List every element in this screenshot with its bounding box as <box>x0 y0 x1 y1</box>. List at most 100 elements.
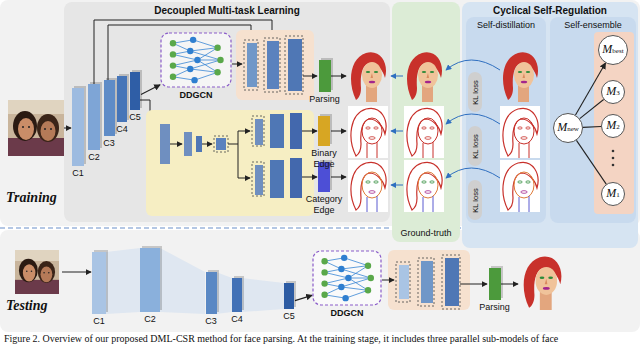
model-label: Mnew <box>557 121 579 135</box>
loss-tag: KL loss <box>468 126 482 166</box>
feature-block <box>318 116 330 146</box>
edge-module <box>214 136 228 152</box>
model-pool-panel <box>594 32 634 214</box>
graph-vertex <box>365 262 371 268</box>
connector <box>576 140 606 184</box>
model-circle: Mnew <box>553 113 583 143</box>
encoder-block: C2 <box>88 84 100 163</box>
feature-block <box>232 278 242 312</box>
block-label: C1 <box>72 168 84 179</box>
face-prediction <box>348 160 388 212</box>
edge-module <box>196 136 202 152</box>
flow-arrow <box>202 144 212 145</box>
model-label: M2 <box>606 119 620 133</box>
model-label: M1 <box>606 187 620 201</box>
region-panel <box>392 2 460 242</box>
region-panel <box>462 2 638 248</box>
face-ground-truth <box>404 106 444 158</box>
edge-module <box>252 116 264 146</box>
graph-vertex <box>194 57 200 63</box>
loss-tag: KL loss <box>468 72 482 112</box>
model-pool-panel <box>612 164 615 167</box>
decoder-module <box>236 30 314 100</box>
face-distillation <box>503 52 538 102</box>
gt-arrow <box>391 76 403 185</box>
block-label: C1 <box>93 316 105 327</box>
feature-block <box>104 80 115 136</box>
graph-module: DDGCN <box>160 32 232 101</box>
module-region: Decoupled Multi-task LearningC1C2C3C4C5D… <box>64 2 390 222</box>
edge-module <box>216 138 226 150</box>
face-distillation <box>500 52 540 212</box>
edge-module <box>160 124 170 164</box>
block-label: C4 <box>116 124 128 135</box>
region-title: Cyclical Self-Regulation <box>493 5 607 17</box>
block-label: C2 <box>88 152 100 163</box>
edge-module <box>146 110 314 216</box>
edge-module <box>270 114 284 148</box>
output-block: Category Edge <box>302 162 346 216</box>
region-panel <box>466 17 546 223</box>
kl-arrow <box>446 60 500 178</box>
caption-holder: Figure 2. Overview of our proposed DML-C… <box>4 333 558 345</box>
testing-encoder-shading <box>216 272 232 314</box>
face-prediction <box>524 257 562 310</box>
graph-vertex <box>217 57 223 63</box>
decoder-module <box>264 38 280 92</box>
graph-vertex <box>187 66 193 72</box>
decoder-module <box>236 30 314 100</box>
graph-link <box>173 54 197 60</box>
graph-icon <box>160 32 232 88</box>
flow-arrow <box>331 131 346 132</box>
output-block: Parsing <box>479 268 510 313</box>
encoder-block: C5 <box>129 72 141 123</box>
output-block: Binary Edge <box>304 116 344 170</box>
model-circle: M3 <box>601 80 625 104</box>
graph-link <box>193 40 217 48</box>
face-distillation <box>500 160 540 212</box>
feature-block <box>319 60 331 92</box>
model-circle: M1 <box>601 182 625 206</box>
block-label: C4 <box>231 314 243 325</box>
graph-link <box>173 60 197 66</box>
graph-frame <box>161 33 231 87</box>
gt-arrow <box>391 76 403 77</box>
graph-icon <box>312 250 382 306</box>
testing-encoder-shading <box>106 248 140 314</box>
input-photo <box>15 250 59 294</box>
graph-vertex <box>338 266 344 272</box>
gt-arrow <box>391 185 403 186</box>
input-photo <box>8 100 64 156</box>
flow-arrow <box>460 284 487 285</box>
decoder-module <box>396 262 410 302</box>
decoder-module <box>445 258 459 306</box>
face-prediction <box>348 106 388 158</box>
graph-link <box>197 60 217 72</box>
flow-arrow <box>228 131 250 144</box>
encoder-block: C2 <box>140 248 160 325</box>
edge-module <box>252 162 264 196</box>
feature-block <box>489 268 501 300</box>
graph-link <box>348 266 368 278</box>
flow-arrow <box>232 64 242 65</box>
face-ground-truth <box>407 52 442 102</box>
graph-link <box>346 290 368 298</box>
model-pool-panel <box>594 32 634 214</box>
edge-module <box>290 158 302 198</box>
graph-vertex <box>170 51 176 57</box>
region-panels <box>64 2 638 248</box>
flow-arrow <box>62 272 91 273</box>
model-label: M3 <box>606 85 620 99</box>
graph-link <box>197 60 220 61</box>
encoder-block: C5 <box>283 283 295 322</box>
block-label: Parsing <box>479 302 510 313</box>
loss-label: KL loss <box>471 188 480 212</box>
kl-arrow <box>446 60 500 70</box>
edge-module <box>255 165 263 195</box>
graph-vertex <box>191 77 197 83</box>
region-panel <box>550 17 636 223</box>
module-label: DDGCN <box>331 308 364 319</box>
flow-arrow <box>302 131 317 132</box>
testing-encoder-shading <box>242 278 284 312</box>
